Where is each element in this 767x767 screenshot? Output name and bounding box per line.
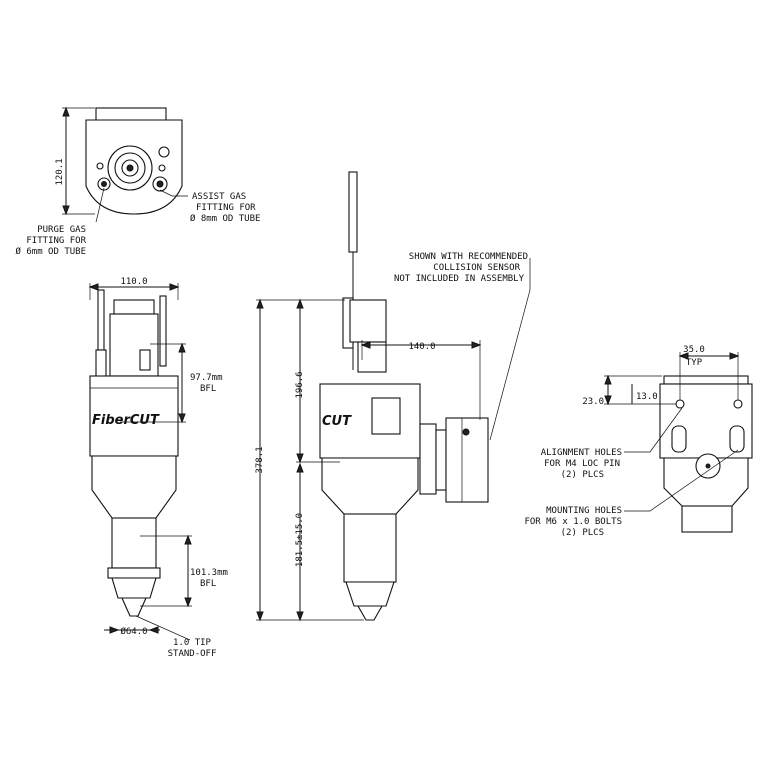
- top-view: 120.1 PURGE GAS FITTING FOR Ø 6mm OD TUB…: [16, 106, 260, 257]
- front-dim-width: 110.0: [120, 277, 147, 287]
- side-view: CUT 378.1 196.6 181.5±15.0: [255, 171, 531, 622]
- mounting-note-line3: (2) PLCS: [561, 528, 604, 538]
- mounting-note-line1: MOUNTING HOLES: [546, 506, 622, 516]
- back-dim-top-value: 35.0: [683, 345, 705, 355]
- alignment-note-line3: (2) PLCS: [561, 470, 604, 480]
- alignment-note-line1: ALIGNMENT HOLES: [541, 448, 622, 458]
- assist-gas-line3: Ø 8mm OD TUBE: [190, 213, 260, 224]
- front-logo: FiberCUT: [92, 413, 160, 428]
- sensor-note-line2: COLLISION SENSOR: [433, 263, 520, 273]
- lower-bfl-label: BFL: [200, 579, 216, 589]
- tip-standoff-line1: 1.0 TIP: [173, 638, 212, 648]
- back-dim-b: 13.0: [636, 392, 658, 402]
- alignment-note-line2: FOR M4 LOC PIN: [544, 459, 620, 469]
- purge-gas-line3: Ø 6mm OD TUBE: [16, 246, 86, 257]
- back-dim-a: 23.0: [582, 397, 604, 407]
- side-dim-upper: 196.6: [295, 371, 305, 398]
- tip-standoff-line2: STAND-OFF: [168, 649, 217, 659]
- assist-gas-line1: ASSIST GAS: [192, 192, 246, 202]
- purge-gas-line1: PURGE GAS: [37, 225, 86, 235]
- side-dim-lower: 181.5±15.0: [295, 513, 305, 567]
- assist-gas-line2: FITTING FOR: [196, 203, 256, 213]
- back-view: 35.0 TYP 23.0 13.0 ALIGNMENT HOLES FOR M…: [524, 345, 753, 538]
- side-logo: CUT: [322, 414, 352, 429]
- top-dim-height: 120.1: [55, 158, 65, 185]
- side-dim-overall: 378.1: [255, 446, 265, 473]
- sensor-note-line1: SHOWN WITH RECOMMENDED: [409, 252, 528, 262]
- sensor-note-line3: NOT INCLUDED IN ASSEMBLY: [394, 274, 525, 284]
- front-view: 110.0 FiberCUT 97.7mm BFL 101.3mm BFL: [88, 277, 228, 659]
- front-diameter: Ø64.0: [120, 626, 147, 637]
- back-dim-top-typ: TYP: [686, 358, 703, 368]
- purge-gas-line2: FITTING FOR: [26, 236, 86, 246]
- mounting-note-line2: FOR M6 x 1.0 BOLTS: [524, 517, 622, 527]
- upper-bfl-label: BFL: [200, 384, 216, 394]
- upper-bfl-value: 97.7mm: [190, 373, 223, 383]
- side-dim-sensor: 140.0: [408, 342, 435, 352]
- lower-bfl-value: 101.3mm: [190, 568, 228, 578]
